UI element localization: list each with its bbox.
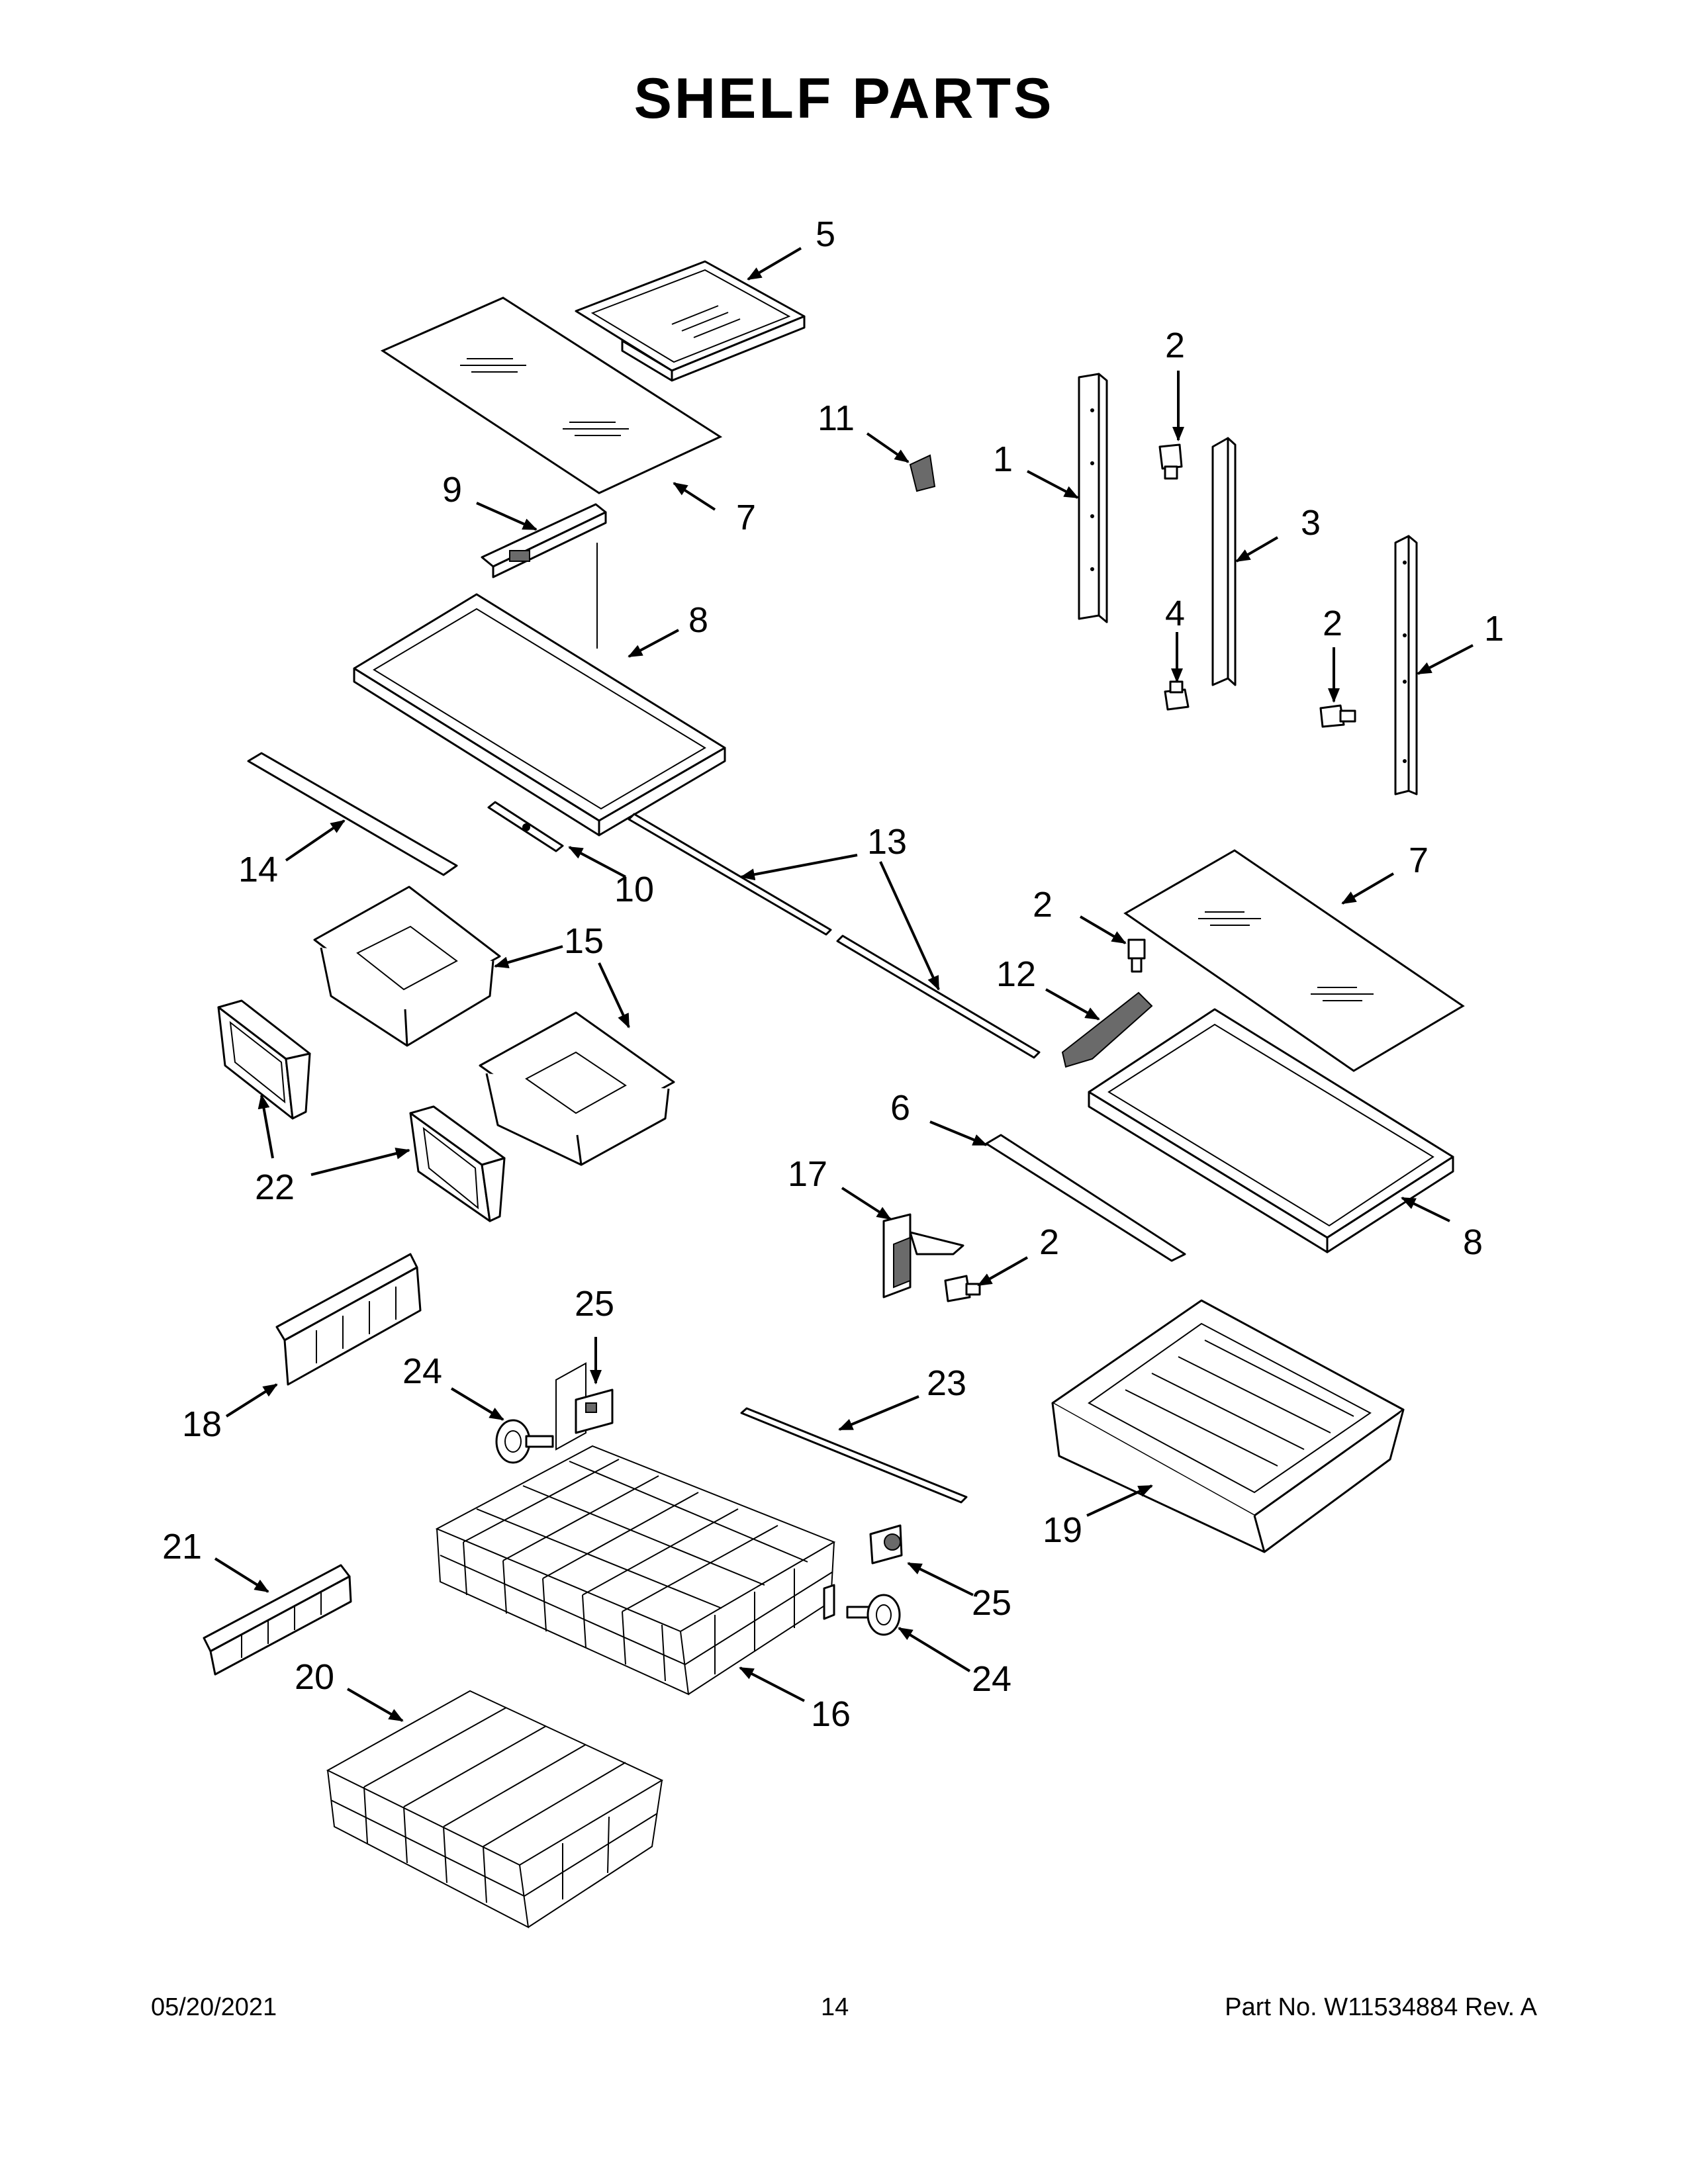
callout-8a: 8: [688, 600, 708, 640]
part-8-frame-right: [1088, 1008, 1454, 1253]
part-8-frame-upper: [353, 593, 726, 837]
callout-4: 4: [1165, 594, 1185, 633]
part-9-bracket: [481, 503, 607, 578]
callout-5: 5: [816, 214, 835, 254]
part-16-wire-basket: [435, 1445, 836, 1696]
part-19-tray: [1051, 1299, 1405, 1553]
part-2-screw-d: [944, 1275, 981, 1302]
part-13-strip-a: [628, 813, 832, 936]
part-25-clip-b: [869, 1524, 903, 1565]
footer-part-number: Part No. W11534884 Rev. A: [1225, 1993, 1537, 2021]
callout-14: 14: [238, 850, 278, 889]
callout-13: 13: [867, 822, 907, 862]
callout-24b: 24: [972, 1659, 1011, 1699]
leader-arrows: [214, 247, 1474, 1722]
part-15-bin-upper: [313, 886, 501, 1047]
callout-labels: 5 2 11 1 9 7 3 8 4 2 1 14 10 13 15 2 7 1…: [162, 214, 1504, 1734]
part-17-bracket: [882, 1213, 964, 1298]
callout-17: 17: [788, 1154, 827, 1194]
callout-16: 16: [811, 1694, 851, 1734]
part-3-rail-middle: [1211, 437, 1237, 686]
callout-1a: 1: [993, 439, 1013, 479]
callout-12: 12: [996, 954, 1036, 994]
callout-7a: 7: [736, 498, 756, 537]
part-18-divider: [275, 1253, 422, 1386]
callout-24a: 24: [402, 1351, 442, 1391]
callout-2d: 2: [1039, 1222, 1059, 1262]
part-1-rail-right: [1394, 535, 1418, 796]
callout-9: 9: [442, 470, 462, 510]
part-2-screw-a: [1158, 443, 1183, 480]
callout-25a: 25: [575, 1284, 614, 1324]
part-22-drawer-front-b: [409, 1105, 506, 1222]
callout-1b: 1: [1484, 609, 1504, 649]
part-25-clip-a: [555, 1362, 614, 1451]
part-23-rail: [740, 1407, 968, 1504]
part-1-rail-left: [1078, 373, 1108, 623]
footer-page-number: 14: [821, 1993, 849, 2021]
callout-22: 22: [255, 1167, 295, 1207]
part-12-bracket: [1061, 991, 1153, 1068]
part-10-rod: [487, 801, 564, 852]
callout-3: 3: [1301, 503, 1321, 543]
part-7-glass-right: [1123, 849, 1465, 1072]
part-11-clip: [909, 454, 936, 492]
callout-6: 6: [890, 1088, 910, 1128]
callout-18: 18: [182, 1404, 222, 1444]
callout-23: 23: [927, 1363, 966, 1403]
footer-date: 05/20/2021: [151, 1993, 277, 2021]
part-24-gear-b: [846, 1594, 901, 1636]
callout-7b: 7: [1409, 841, 1429, 880]
part-2-screw-c: [1127, 938, 1146, 973]
part-2-screw-b: [1319, 704, 1356, 728]
part-13-strip-b: [836, 934, 1041, 1059]
callout-25b: 25: [972, 1583, 1011, 1623]
part-7-glass-upper: [380, 296, 723, 494]
callout-20: 20: [295, 1657, 334, 1697]
part-15-bin-lower: [479, 1011, 675, 1166]
callout-10: 10: [614, 870, 654, 909]
part-21-divider: [203, 1564, 352, 1676]
callout-8b: 8: [1463, 1222, 1483, 1262]
part-6-trim: [985, 1134, 1186, 1262]
callout-19: 19: [1043, 1510, 1082, 1550]
part-5-upper-shelf: [575, 260, 806, 382]
part-20-wire-basket: [326, 1690, 664, 1929]
callout-2b: 2: [1323, 604, 1342, 643]
part-14-trim: [247, 752, 458, 876]
callout-21: 21: [162, 1527, 202, 1567]
part-22-drawer-front-a: [217, 999, 311, 1120]
page-title: SHELF PARTS: [633, 67, 1055, 130]
callout-15: 15: [564, 921, 604, 961]
callout-2c: 2: [1033, 885, 1053, 925]
part-24-gear-a: [495, 1419, 554, 1464]
part-4-screw: [1164, 680, 1190, 711]
callout-11: 11: [818, 398, 855, 438]
callout-2a: 2: [1165, 326, 1185, 365]
